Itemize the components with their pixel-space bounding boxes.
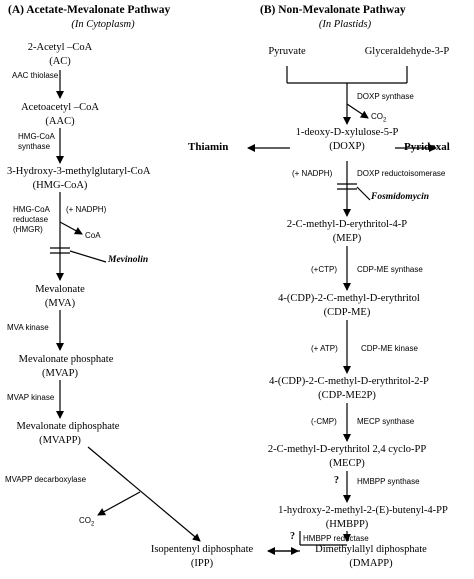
nadph-left-label: (+ NADPH) — [66, 205, 107, 214]
co2-right-label: CO2 — [371, 112, 387, 124]
thiamin-label: Thiamin — [188, 141, 229, 153]
fosmidomycin-pointer — [356, 186, 371, 201]
cdp-me-abbr: (CDP-ME) — [323, 307, 371, 318]
hmg-synthase-label-1: HMG-CoA — [18, 132, 55, 141]
cdp-me-kinase-label: CDP-ME kinase — [361, 344, 418, 353]
cmp-label: (-CMP) — [311, 417, 337, 426]
right-pathway-subtitle: (In Plastids) — [318, 19, 372, 30]
dmapp-label: Dimethylallyl diphosphate — [315, 544, 427, 555]
acetoacetyl-coa-label: Acetoacetyl –CoA — [21, 102, 99, 113]
atp-label: (+ ATP) — [311, 344, 338, 353]
hmbpp-label: 1-hydroxy-2-methyl-2-(E)-butenyl-4-PP — [278, 505, 448, 516]
unknown-step-marker-1: ? — [334, 475, 339, 486]
hmbpp-abbr: (HMBPP) — [325, 519, 369, 530]
aac-thiolase-label: AAC thiolase — [12, 71, 59, 80]
mecp-abbr: (MECP) — [329, 458, 365, 469]
mevinolin-pointer — [69, 250, 107, 263]
co2-left-label: CO2 — [79, 516, 95, 528]
coa-branch — [59, 221, 83, 235]
co2-branch-left — [97, 491, 141, 516]
ctp-label: (+CTP) — [311, 265, 337, 274]
unknown-step-marker-2: ? — [290, 531, 295, 542]
nadph-right-label: (+ NADPH) — [292, 169, 333, 178]
cdp-me2p-label: 4-(CDP)-2-C-methyl-D-erythritol-2-P — [269, 376, 429, 387]
coa-label: CoA — [85, 231, 101, 240]
acetoacetyl-coa-abbr: (AAC) — [45, 116, 75, 127]
hmg-coa-abbr: (HMG-CoA) — [32, 180, 88, 191]
mvap-label: Mevalonate phosphate — [18, 354, 114, 365]
mevinolin-label: Mevinolin — [108, 255, 149, 265]
acetyl-coa-abbr: (AC) — [49, 56, 71, 67]
acetyl-coa-label: 2-Acetyl –CoA — [27, 42, 93, 53]
mvapp-label: Mevalonate diphosphate — [16, 421, 120, 432]
arrow-mvapp-to-ipp — [87, 446, 201, 542]
cdp-me-synthase-label: CDP-ME synthase — [357, 265, 423, 274]
dmapp-abbr: (DMAPP) — [349, 558, 393, 569]
ipp-abbr: (IPP) — [190, 558, 214, 569]
mecp-synthase-label: MECP synthase — [357, 417, 415, 426]
hmg-coa-label: 3-Hydroxy-3-methylglutaryl-CoA — [7, 166, 151, 177]
mvapp-decarboxylase-label: MVAPP decarboxylase — [5, 475, 87, 484]
hmbpp-reductase-label: HMBPP reductase — [303, 534, 369, 543]
hmgr-label-2: reductase — [13, 215, 49, 224]
mecp-label: 2-C-methyl-D-erythritol 2,4 cyclo-PP — [267, 444, 427, 455]
ipp-label: Isopentenyl diphosphate — [150, 544, 254, 555]
pyruvate-label: Pyruvate — [268, 46, 306, 57]
cdp-me2p-abbr: (CDP-ME2P) — [318, 390, 376, 401]
hmbpp-synthase-label: HMBPP synthase — [357, 477, 420, 486]
mva-kinase-label: MVA kinase — [7, 323, 49, 332]
cdp-me-label: 4-(CDP)-2-C-methyl-D-erythritol — [278, 293, 420, 304]
mvap-abbr: (MVAP) — [42, 368, 78, 379]
mep-abbr: (MEP) — [332, 233, 362, 244]
hmgr-label-3: (HMGR) — [13, 225, 43, 234]
co2-branch-right — [346, 103, 369, 119]
left-pathway-title: (A) Acetate-Mevalonate Pathway — [8, 4, 171, 16]
doxp-synthase-label: DOXP synthase — [357, 92, 414, 101]
left-pathway-subtitle: (In Cytoplasm) — [71, 19, 135, 30]
glyceraldehyde-label: Glyceraldehyde-3-P — [364, 46, 450, 57]
hmgr-label-1: HMG-CoA — [13, 205, 50, 214]
mvap-kinase-label: MVAP kinase — [7, 393, 55, 402]
mep-label: 2-C-methyl-D-erythritol-4-P — [286, 219, 408, 230]
mvapp-abbr: (MVAPP) — [39, 435, 81, 446]
doxp-abbr: (DOXP) — [329, 141, 365, 152]
mva-abbr: (MVA) — [44, 298, 76, 309]
mva-label: Mevalonate — [35, 284, 85, 295]
fosmidomycin-label: Fosmidomycin — [371, 192, 430, 202]
hmg-synthase-label-2: synthase — [18, 142, 51, 151]
doxp-label: 1-deoxy-D-xylulose-5-P — [295, 127, 399, 138]
doxp-reductoisomerase-label: DOXP reductoisomerase — [357, 169, 446, 178]
pyridoxal-label: Pyridoxal — [404, 141, 450, 153]
right-pathway-title: (B) Non-Mevalonate Pathway — [260, 4, 406, 16]
